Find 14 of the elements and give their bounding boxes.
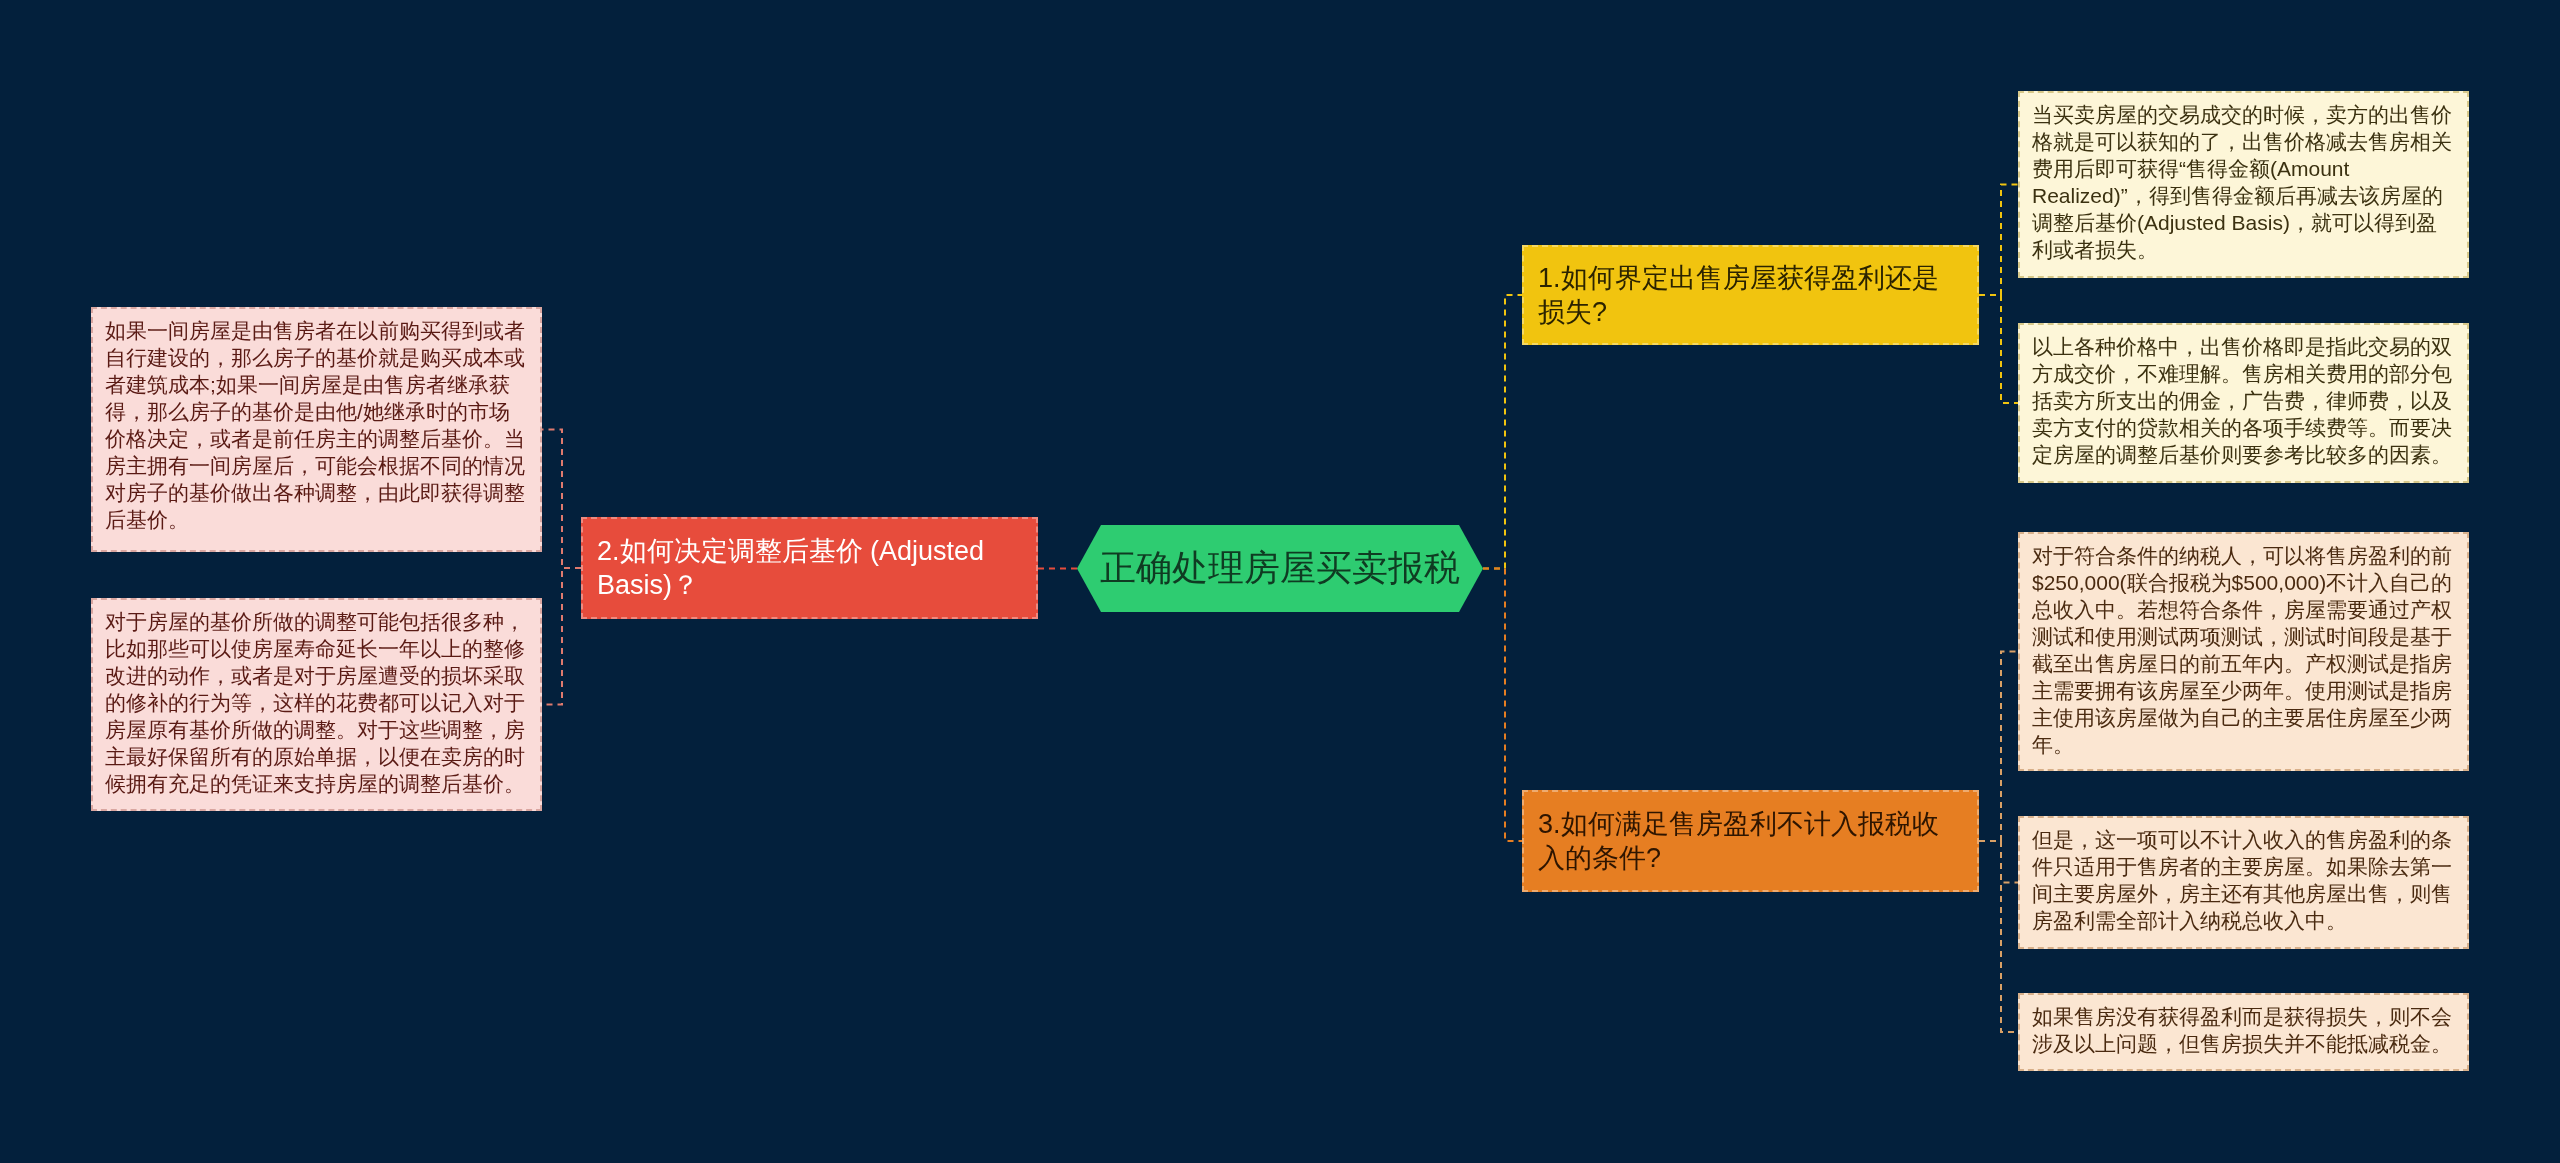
connector-line [1037, 567, 1078, 570]
topic-box: 3.如何满足售房盈利不计入报税收入的条件? [1522, 790, 1979, 892]
note-box: 当买卖房屋的交易成交的时候，卖方的出售价格就是可以获知的了，出售价格减去售房相关费用后即可获得“售得金额(Amount Realized)”，得到售得金额后再减去该房屋的调整后基价(Adjusted Basis)，就可以得到盈利或者损失。 [2018, 91, 2469, 278]
note-box: 但是，这一项可以不计入收入的售房盈利的条件只适用于售房者的主要房屋。如果除去第一间主要房屋外，房主还有其他房屋出售，则售房盈利需全部计入纳税总收入中。 [2018, 816, 2469, 949]
note-box: 如果一间房屋是由售房者在以前购买得到或者自行建设的，那么房子的基价就是购买成本或者建筑成本;如果一间房屋是由售房者继承获得，那么房子的基价是由他/她继承时的市场价格决定，或者是前任房主的调整后基价。当房主拥有一间房屋后，可能会根据不同的情况对房子的基价做出各种调整，由此即获得调整后基价。 [91, 307, 542, 552]
connector-line [1978, 294, 2019, 404]
note-box: 对于符合条件的纳税人，可以将售房盈利的前$250,000(联合报税为$500,000)不计入自己的总收入中。若想符合条件，房屋需要通过产权测试和使用测试两项测试，测试时间段是基于截至出售房屋日的前五年内。产权测试是指房主需要拥有该房屋至少两年。使用测试是指房主使用该房屋做为自己的主要居住房屋至少两年。 [2018, 532, 2469, 771]
topic-box: 2.如何决定调整后基价 (Adjusted Basis)？ [581, 517, 1038, 619]
connector-line [1482, 567, 1523, 842]
note-box: 以上各种价格中，出售价格即是指此交易的双方成交价，不难理解。售房相关费用的部分包括卖方所支出的佣金，广告费，律师费，以及卖方支付的贷款相关的各项手续费等。而要决定房屋的调整后基价则要参考比较多的因素。 [2018, 323, 2469, 483]
topic-box: 1.如何界定出售房屋获得盈利还是损失? [1522, 245, 1979, 345]
topic-hexagon: 正确处理房屋买卖报税 [1077, 525, 1483, 612]
note-box: 对于房屋的基价所做的调整可能包括很多种，比如那些可以使房屋寿命延长一年以上的整修改进的动作，或者是对于房屋遭受的损坏采取的修补的行为等，这样的花费都可以记入对于房屋原有基价所做的调整。对于这些调整，房主最好保留所有的原始单据，以便在卖房的时候拥有充足的凭证来支持房屋的调整后基价。 [91, 598, 542, 811]
note-box: 如果售房没有获得盈利而是获得损失，则不会涉及以上问题，但售房损失并不能抵减税金。 [2018, 993, 2469, 1071]
